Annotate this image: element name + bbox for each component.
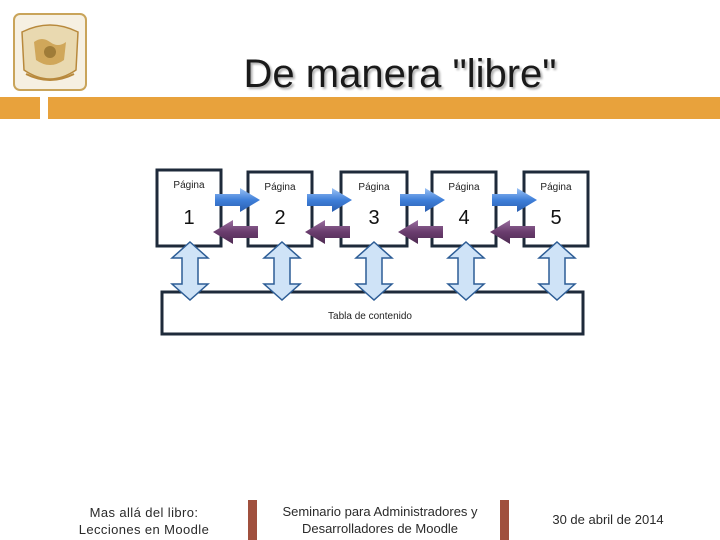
vertical-arrow-3 <box>354 240 394 302</box>
accent-bar-main <box>48 97 720 119</box>
footer-separator-left <box>248 500 257 540</box>
vertical-arrow-5 <box>537 240 577 302</box>
forward-arrow-4-5 <box>492 188 537 212</box>
footer-course-title-line1: Mas allá del libro: <box>89 505 199 520</box>
page-number-3: 3 <box>368 207 379 229</box>
footer-seminar-title-line2: Desarrolladores de Moodle <box>301 521 459 536</box>
footer-date: 30 de abril de 2014 <box>552 512 664 527</box>
forward-arrow-2-3 <box>307 188 352 212</box>
footer-seminar-title: Seminario para Administradores y Desarro… <box>262 503 498 537</box>
back-arrow-5-4 <box>490 220 535 244</box>
vertical-arrow-1 <box>170 240 210 302</box>
forward-arrow-1-2 <box>215 188 260 212</box>
vertical-arrow-2 <box>262 240 302 302</box>
back-arrow-3-2 <box>305 220 350 244</box>
footer-separator-right <box>500 500 509 540</box>
page-number-4: 4 <box>458 207 469 229</box>
footer-course-title: Mas allá del libro: Lecciones en Moodle <box>56 504 232 538</box>
accent-bar-left <box>0 97 40 119</box>
page-number-5: 5 <box>550 207 561 229</box>
university-seal-logo <box>13 13 87 91</box>
back-arrow-2-1 <box>213 220 258 244</box>
back-arrow-4-3 <box>398 220 443 244</box>
page-label-4: Página <box>448 182 480 193</box>
vertical-arrow-4 <box>446 240 486 302</box>
forward-arrow-3-4 <box>400 188 445 212</box>
page-number-1: 1 <box>183 207 194 229</box>
footer-seminar-title-line1: Seminario para Administradores y <box>282 504 478 519</box>
slide-title: De manera "libre" <box>243 52 557 96</box>
page-box-2 <box>246 170 314 248</box>
page-label-5: Página <box>540 182 572 193</box>
page-label-1: Página <box>173 180 205 191</box>
table-of-contents-label: Tabla de contenido <box>328 311 412 322</box>
page-label-3: Página <box>358 182 390 193</box>
footer-course-title-line2: Lecciones en Moodle <box>78 522 210 537</box>
page-label-2: Página <box>264 182 296 193</box>
page-number-2: 2 <box>274 207 285 229</box>
